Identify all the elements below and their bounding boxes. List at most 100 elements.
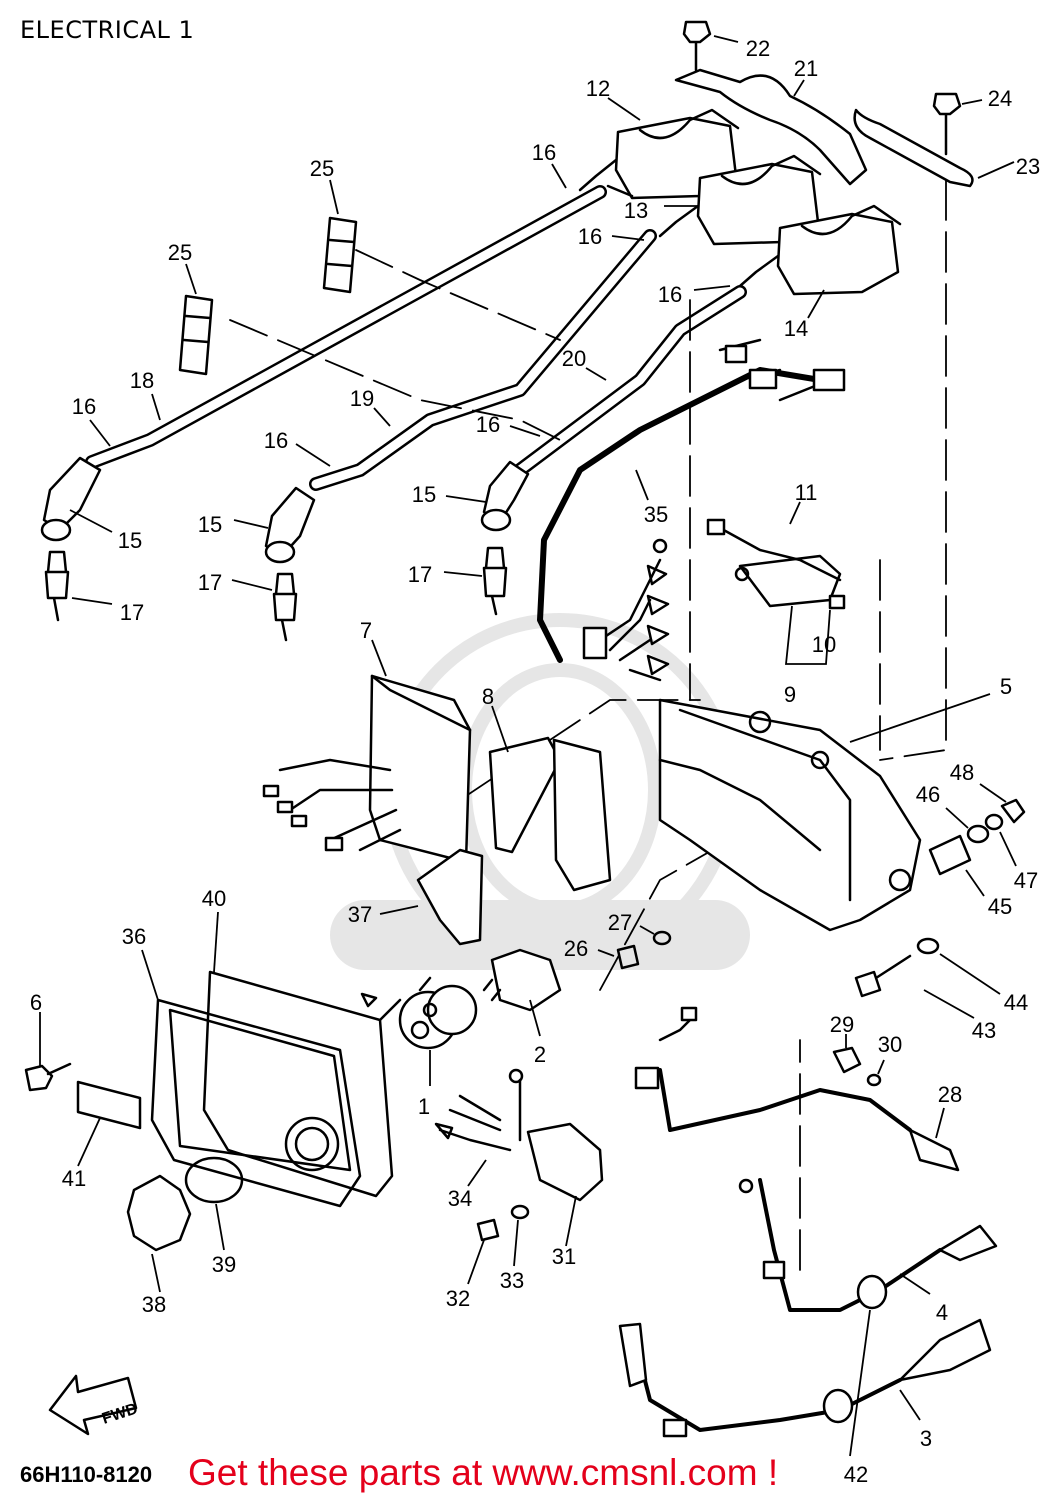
callout-leader-39 (215, 1203, 225, 1251)
callout-label-2: 2 (534, 1042, 546, 1067)
callout-leader-36 (141, 949, 159, 1001)
callout-label-10: 10 (812, 632, 836, 657)
coil-bracket-21 (674, 68, 868, 186)
callout-leader-21 (793, 79, 805, 97)
callout-leader-25 (185, 263, 197, 295)
callout-label-11: 11 (795, 480, 818, 505)
callout-label-47: 47 (1014, 868, 1038, 893)
callout-label-42: 42 (844, 1462, 868, 1487)
grommet-42a (856, 1274, 888, 1310)
fuse-case-31 (526, 1122, 604, 1202)
callout-label-19: 19 (350, 386, 374, 411)
callout-label-16: 16 (72, 394, 96, 419)
bolt-26 (616, 944, 640, 970)
callout-leader-45 (965, 869, 985, 897)
washer-33 (510, 1204, 530, 1220)
callout-leader-16 (509, 425, 541, 437)
callout-label-43: 43 (972, 1018, 996, 1043)
promo-banner: Get these parts at www.cmsnl.com ! (188, 1452, 779, 1493)
cover-37 (416, 848, 484, 946)
diagram-title: ELECTRICAL 1 (20, 16, 195, 44)
callout-leader-17 (231, 579, 273, 591)
callout-label-16: 16 (658, 282, 682, 307)
plate-23 (853, 108, 974, 188)
callout-label-21: 21 (794, 56, 818, 81)
plug-cap-15b (264, 486, 316, 564)
callout-label-16: 16 (532, 140, 556, 165)
callout-label-29: 29 (830, 1012, 854, 1037)
callout-leader-8 (491, 705, 509, 753)
callout-label-20: 20 (562, 346, 586, 371)
callout-bracket-9 (785, 605, 831, 665)
callout-leader-3 (899, 1389, 921, 1421)
sensor-28 (634, 1006, 960, 1172)
lead-3 (618, 1318, 992, 1438)
callout-label-7: 7 (360, 618, 372, 643)
callout-leader-38 (151, 1253, 161, 1293)
callout-label-37: 37 (348, 902, 372, 927)
fwd-arrow-icon (48, 1374, 138, 1436)
callout-label-6: 6 (30, 990, 42, 1015)
callout-leader-14 (807, 289, 825, 319)
callout-leader-23 (977, 161, 1015, 179)
cap-38 (126, 1174, 192, 1252)
callout-label-17: 17 (120, 600, 144, 625)
callout-label-17: 17 (408, 562, 432, 587)
callout-leader-16 (89, 419, 111, 447)
callout-leader-32 (467, 1239, 485, 1285)
callout-label-16: 16 (264, 428, 288, 453)
electrical-cover-36 (150, 998, 362, 1208)
callout-leader-5 (849, 693, 991, 743)
gasket-40 (202, 970, 394, 1198)
callout-leader-4 (899, 1273, 931, 1295)
callout-leader-47 (999, 831, 1017, 867)
plug-cap-15c (480, 460, 530, 532)
callout-label-24: 24 (988, 86, 1012, 111)
plug-cap-15a (40, 456, 102, 542)
callout-label-3: 3 (920, 1426, 932, 1451)
callout-leader-25 (329, 179, 339, 215)
callout-leader-26 (597, 949, 615, 957)
callout-label-36: 36 (122, 924, 146, 949)
callout-label-18: 18 (130, 368, 154, 393)
callout-leader-20 (585, 367, 607, 381)
electrical-bracket-5 (658, 698, 922, 932)
callout-leader-48 (979, 783, 1007, 803)
callout-label-8: 8 (482, 684, 494, 709)
nut-48 (1000, 798, 1026, 824)
spark-plug-17b (272, 572, 298, 642)
callout-leader-15 (445, 495, 487, 503)
callout-leader-12 (607, 97, 641, 121)
callout-label-9: 9 (784, 682, 796, 707)
bolt-24 (932, 92, 962, 156)
callout-leader-22 (713, 35, 739, 43)
callout-label-35: 35 (644, 502, 668, 527)
lead-4 (738, 1178, 998, 1312)
washer-46 (966, 824, 990, 844)
callout-label-39: 39 (212, 1252, 236, 1277)
callout-leader-24 (961, 99, 983, 105)
callout-leader-19 (373, 407, 391, 427)
cdi-unit-7 (262, 674, 472, 864)
relay-2 (482, 948, 562, 1012)
callout-leader-40 (213, 911, 219, 973)
callout-leader-41 (77, 1117, 101, 1167)
callout-label-25: 25 (168, 240, 192, 265)
washer-47 (984, 813, 1004, 831)
bolt-43 (854, 954, 912, 998)
cord-clamp-25a (178, 294, 214, 376)
callout-leader-46 (945, 807, 969, 829)
callout-leader-17 (71, 597, 113, 605)
callout-label-31: 31 (552, 1244, 576, 1269)
callout-leader-15 (69, 509, 113, 533)
starter-switch-1 (360, 976, 478, 1050)
callout-leader-35 (635, 469, 649, 501)
callout-leader-42 (849, 1309, 871, 1457)
bolt-29 (832, 1046, 862, 1074)
washer-27 (652, 930, 672, 946)
cord-clamp-25b (322, 216, 358, 294)
callout-label-34: 34 (448, 1186, 472, 1211)
